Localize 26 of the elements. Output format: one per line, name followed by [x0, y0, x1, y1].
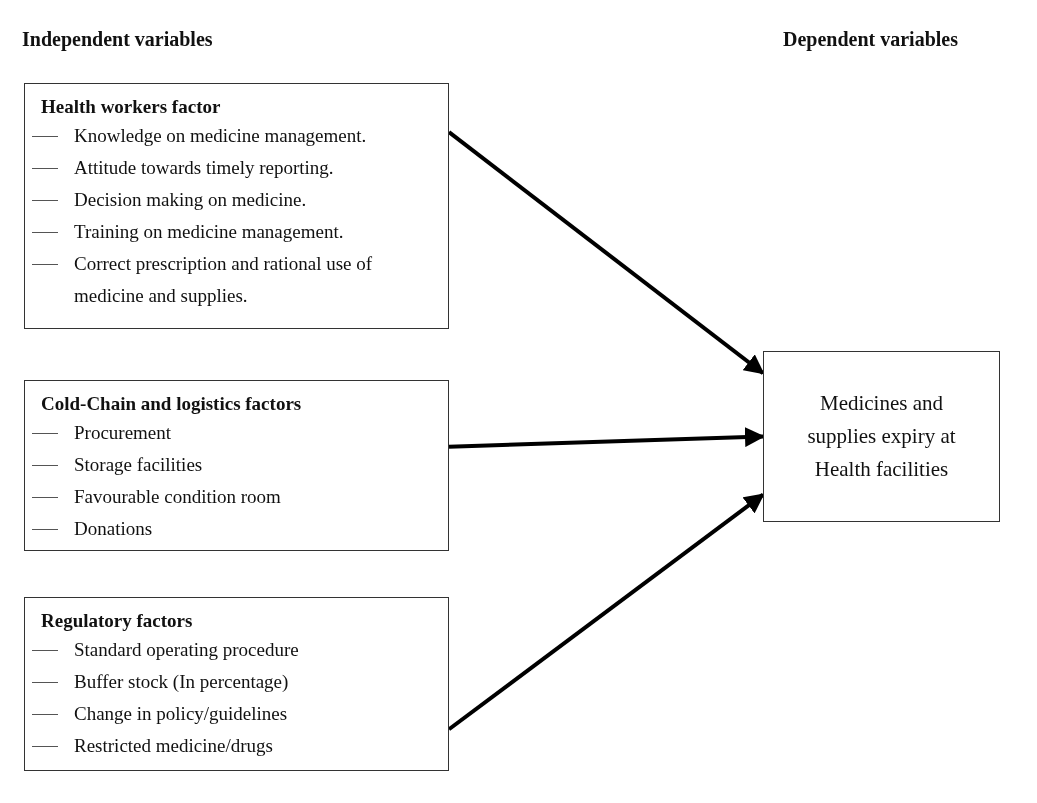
list-item: Buffer stock (In percentage) — [74, 670, 290, 694]
box-heading: Health workers factor — [41, 95, 222, 119]
list-item: Procurement — [74, 421, 173, 445]
list-item: Correct prescription and rational use of medicine and supplies. — [74, 252, 374, 308]
list-item: Attitude towards timely reporting. — [74, 156, 335, 180]
factor-box — [24, 597, 449, 771]
factor-box — [24, 380, 449, 551]
list-item: Donations — [74, 517, 154, 541]
list-item: Favourable condition room — [74, 485, 282, 509]
box-heading: Regulatory factors — [41, 609, 194, 633]
box-heading: Cold-Chain and logistics factors — [41, 392, 303, 416]
box-text: Medicines and supplies expiry at Health facilities — [806, 390, 957, 483]
column-heading: Independent variables — [22, 28, 213, 51]
factor-box — [24, 83, 449, 329]
arrow — [447, 493, 765, 731]
column-heading: Dependent variables — [783, 28, 958, 51]
list-item: Standard operating procedure — [74, 638, 300, 662]
arrow — [448, 427, 765, 449]
outcome-box — [763, 351, 1000, 522]
list-item: Change in policy/guidelines — [74, 702, 289, 726]
arrow — [447, 130, 765, 375]
list-item: Decision making on medicine. — [74, 188, 308, 212]
list-item: Training on medicine management. — [74, 220, 345, 244]
list-item: Restricted medicine/drugs — [74, 734, 274, 758]
list-item: Storage facilities — [74, 453, 204, 477]
list-item: Knowledge on medicine management. — [74, 124, 368, 148]
